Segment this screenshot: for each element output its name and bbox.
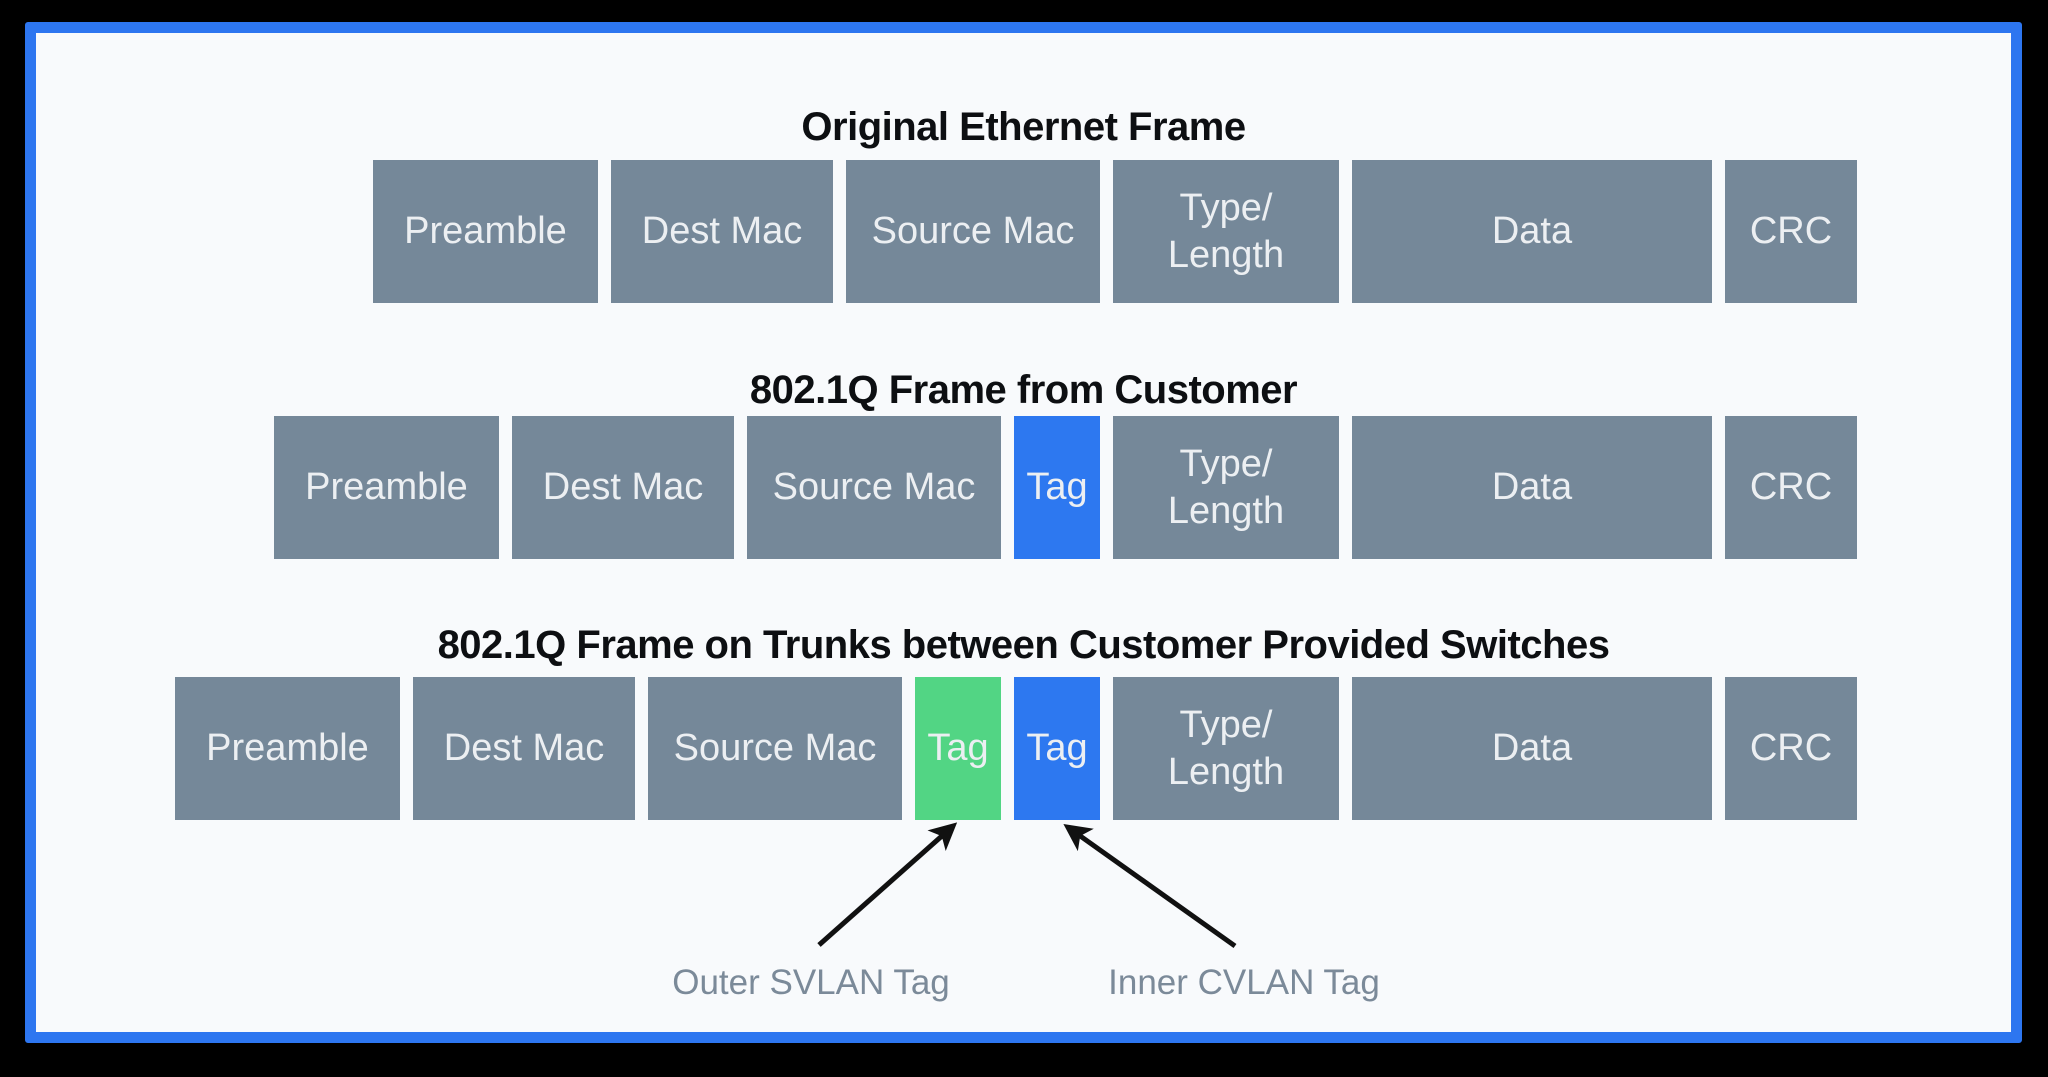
arrow-to-cvlan-tag — [1063, 824, 1237, 949]
field-source-mac: Source Mac — [846, 160, 1100, 303]
field-preamble: Preamble — [175, 677, 400, 820]
frame-title-8021q-customer: 802.1Q Frame from Customer — [749, 368, 1298, 412]
field-type-length: Type/ Length — [1113, 160, 1339, 303]
field-type-length: Type/ Length — [1113, 416, 1339, 559]
field-data: Data — [1352, 160, 1712, 303]
annotation-inner-cvlan-tag: Inner CVLAN Tag — [1108, 963, 1380, 1002]
field-tag-svlan: Tag — [915, 677, 1001, 820]
field-preamble: Preamble — [373, 160, 598, 303]
field-crc: CRC — [1725, 416, 1857, 559]
field-tag-cvlan: Tag — [1014, 677, 1100, 820]
field-crc: CRC — [1725, 160, 1857, 303]
field-dest-mac: Dest Mac — [512, 416, 734, 559]
field-crc: CRC — [1725, 677, 1857, 820]
field-tag-cvlan: Tag — [1014, 416, 1100, 559]
field-data: Data — [1352, 416, 1712, 559]
frame-title-8021q-trunks: 802.1Q Frame on Trunks between Customer … — [437, 623, 1610, 667]
field-dest-mac: Dest Mac — [611, 160, 833, 303]
annotation-arrows — [817, 822, 1237, 949]
arrow-to-svlan-tag — [817, 822, 958, 947]
field-source-mac: Source Mac — [648, 677, 902, 820]
field-dest-mac: Dest Mac — [413, 677, 635, 820]
field-source-mac: Source Mac — [747, 416, 1001, 559]
frame-title-original-ethernet: Original Ethernet Frame — [801, 105, 1246, 149]
field-type-length: Type/ Length — [1113, 677, 1339, 820]
field-preamble: Preamble — [274, 416, 499, 559]
annotation-outer-svlan-tag: Outer SVLAN Tag — [672, 963, 950, 1002]
field-data: Data — [1352, 677, 1712, 820]
